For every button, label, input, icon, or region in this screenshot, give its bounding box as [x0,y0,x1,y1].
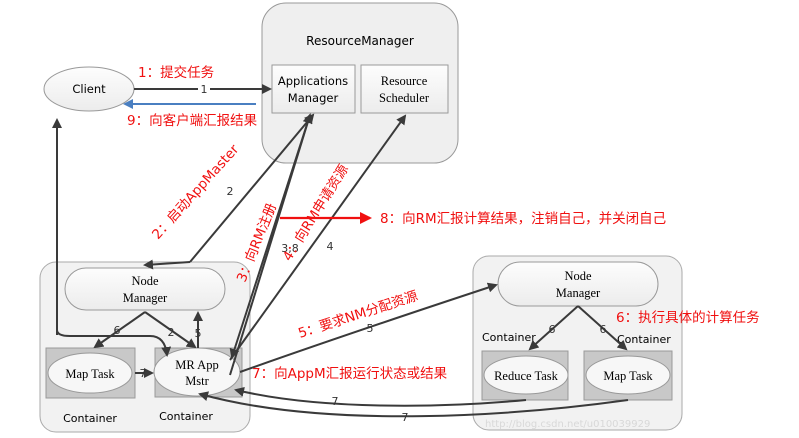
edge-5 [239,282,498,373]
container-label: Container [63,412,117,425]
map-task-left [47,352,133,394]
edge-label: 1 [201,83,208,96]
edge-7-reduce [234,386,527,407]
edge-2 [189,113,315,263]
edge-label: 6 [549,323,556,336]
watermark: http://blog.csdn.net/u010039929 [485,419,650,430]
resource-scheduler [360,64,449,114]
edge-7-map [198,391,629,418]
mr-app-master [153,347,241,397]
edge-label: 6 [600,323,607,336]
edge-3-8-return [229,114,311,359]
node-manager-label: Node [564,269,592,283]
mr-app-master-label: Mstr [185,374,209,388]
edge-6-reduce [528,305,579,351]
container-label: Container [617,333,671,346]
edge-label: 7 [402,411,409,424]
edge-6-left [93,311,146,349]
annotation-step-6: 6：执行具体的计算任务 [616,310,760,326]
right-node: Node Manager Container Container Reduce … [472,255,683,431]
edge-label: 2 [168,326,175,339]
map-task-right [585,355,671,395]
edge-label: 7 [140,367,147,380]
applications-manager-label: Applications [278,74,348,88]
resource-manager: ResourceManager Applications Manager Res… [261,2,459,164]
applications-manager-label: Manager [288,91,339,105]
edge-label: 5 [367,322,374,335]
annotation-step-9: 9：向客户端汇报结果 [127,112,258,129]
annotation-step-1: 1：提交任务 [138,64,214,81]
container-label: Container [159,410,213,423]
container-label: Container [482,331,536,344]
edge-label: 3,8 [281,242,299,255]
resource-scheduler-label: Scheduler [379,91,430,105]
edge-label: 6 [114,324,121,337]
resource-scheduler-label: Resource [381,74,428,88]
annotation-step-5: 5：要求NM分配资源 [296,288,420,342]
node-manager-label: Manager [123,291,168,305]
map-task-label: Map Task [65,367,115,381]
annotation-step-8: 8：向RM汇报计算结果，注销自己，并关闭自己 [380,211,666,227]
mr-app-master-label: MR App [175,358,218,372]
node-manager-label: Manager [556,286,601,300]
annotation-step-3: 3：向RM注册 [234,201,280,285]
client-label: Client [72,82,106,96]
edge-6-map [577,305,628,351]
edge-label: 5 [195,327,202,340]
reduce-task-label: Reduce Task [494,369,559,383]
edge-label: 2 [227,185,234,198]
annotation-step-7: 7：向AppM汇报运行状态或结果 [252,366,448,382]
reduce-task [483,355,569,395]
edge-label: 4 [327,240,334,253]
map-task-label: Map Task [603,369,653,383]
left-node: Node Manager Map Task MR App Mstr Contai… [39,261,251,433]
edge-4 [229,114,407,361]
edge-label: 7 [332,395,339,408]
node-manager-label: Node [131,274,159,288]
edge-labels: 1 2 3,8 4 5 5 2 6 6 6 7 7 7 [114,82,607,424]
edge-2-inner [144,311,197,349]
applications-manager [271,64,356,114]
resource-manager-label: ResourceManager [306,34,414,48]
edge-2-head [143,259,191,270]
